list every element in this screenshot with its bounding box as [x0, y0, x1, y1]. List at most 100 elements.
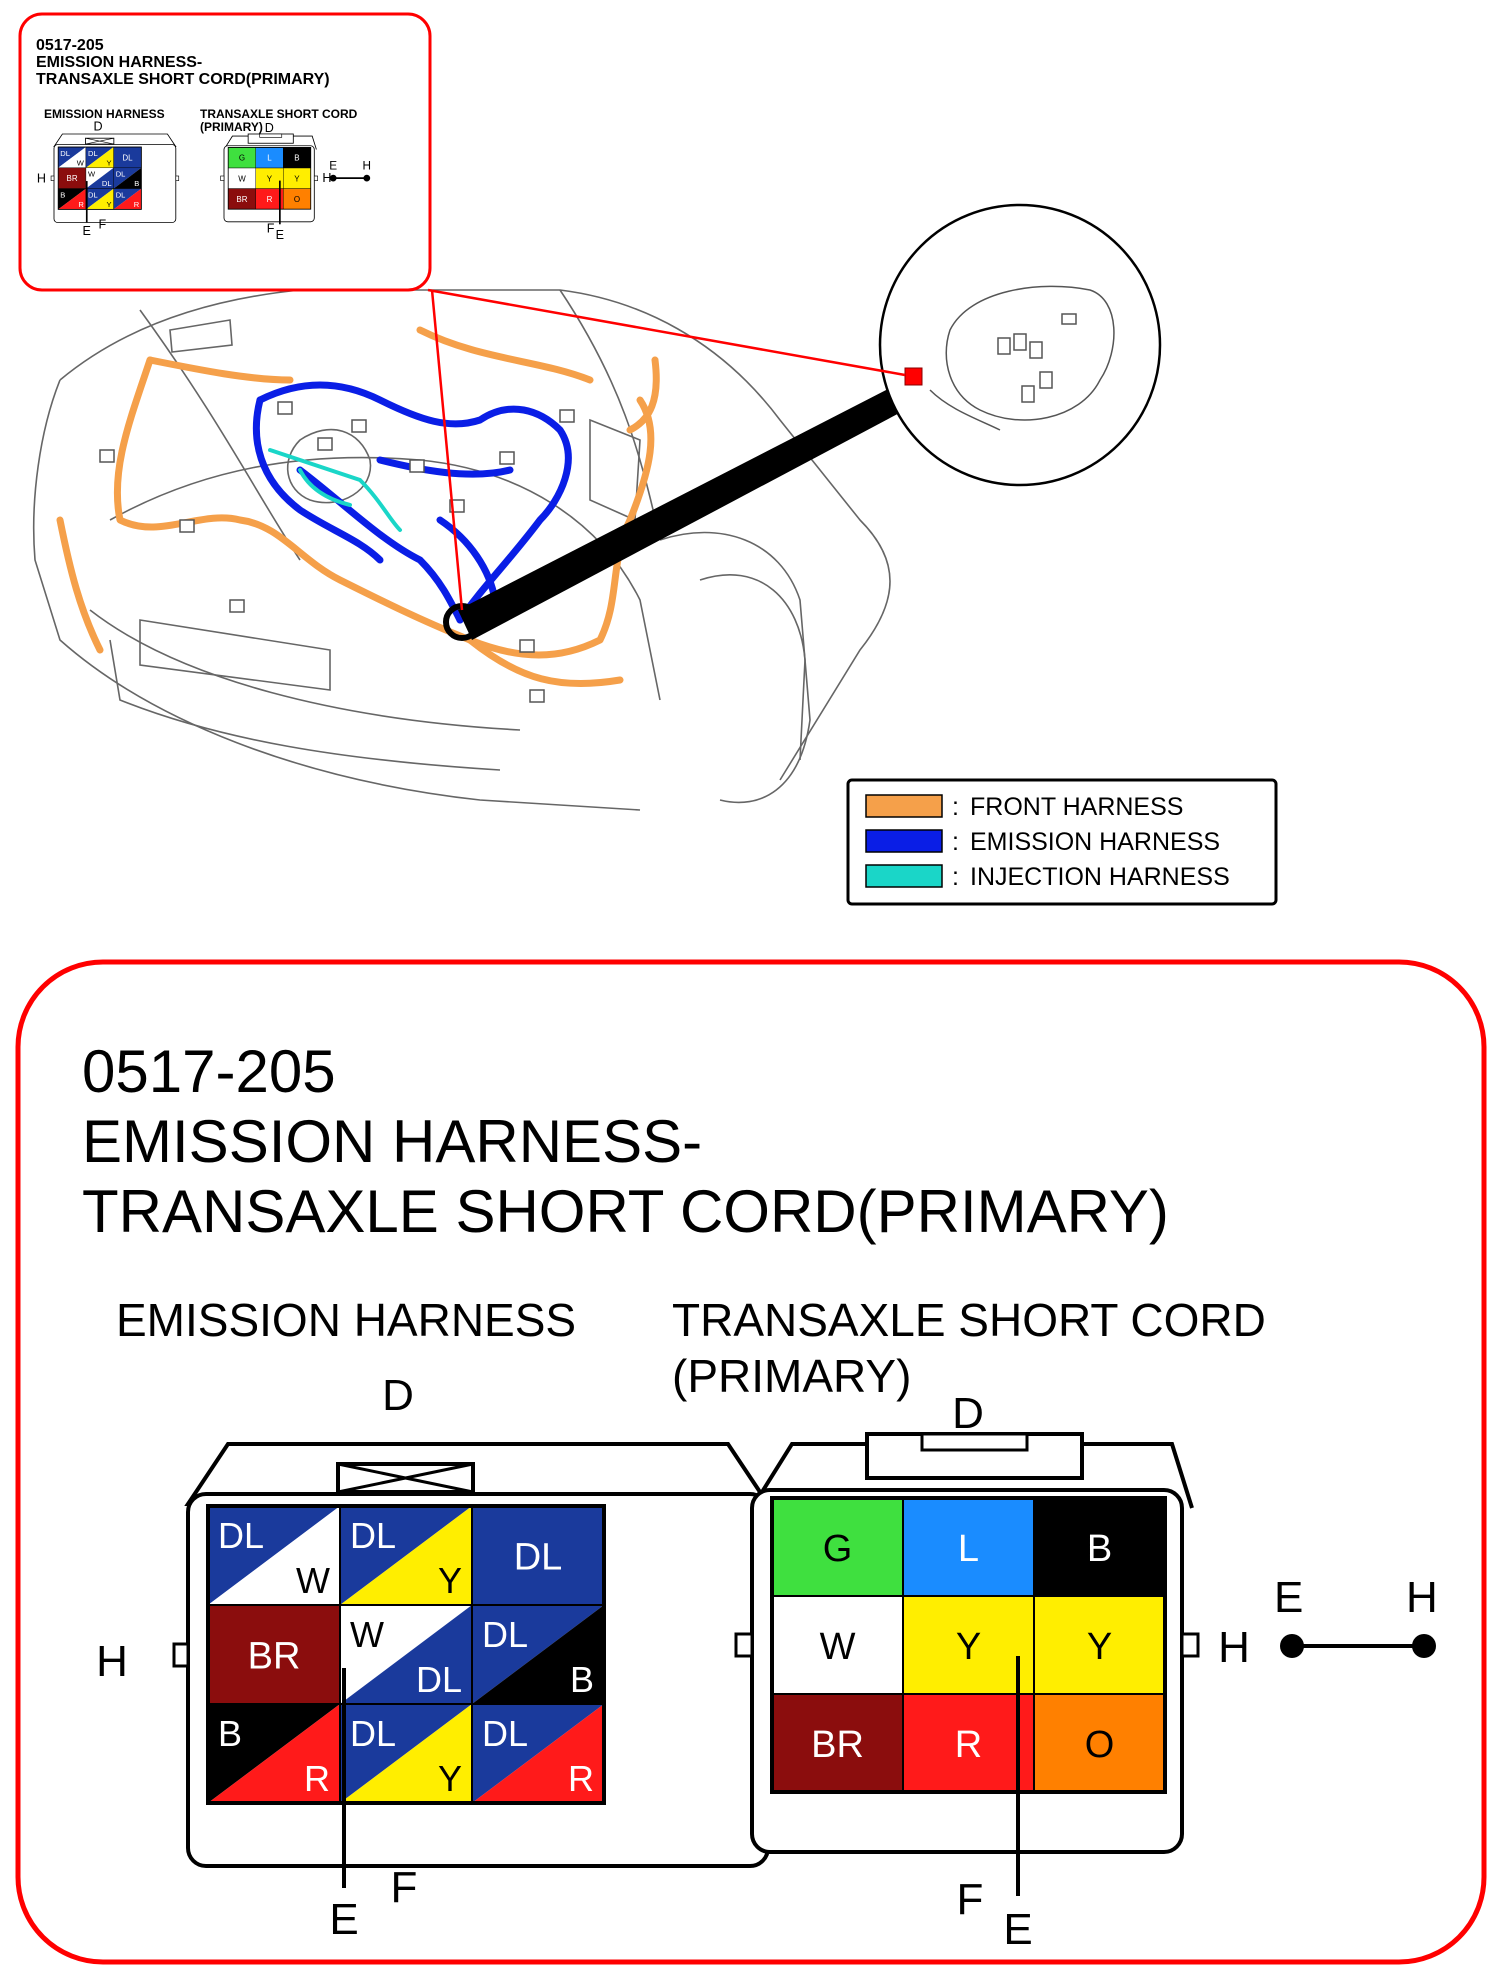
pin-label-a: W	[350, 1614, 384, 1655]
pin-fill-b	[472, 1605, 604, 1704]
pin-label: O	[1085, 1724, 1115, 1766]
inset-transaxle-label-d: D	[265, 121, 274, 135]
pin-label-b: Y	[438, 1758, 462, 1799]
legend-sep-emission: :	[952, 828, 959, 856]
emission-label-h: H	[96, 1637, 128, 1686]
pin-fill-b	[340, 1704, 472, 1803]
pin-label: Y	[267, 174, 273, 183]
pin-label: Y	[294, 174, 300, 183]
pin-label: L	[267, 154, 272, 163]
main-callout-box: 0517-205 EMISSION HARNESS- TRANSAXLE SHO…	[15, 959, 1487, 1965]
inset-code: 0517-205	[36, 37, 104, 54]
inset-right-label-line2: (PRIMARY)	[200, 120, 263, 134]
pin-fill-a	[85, 188, 114, 210]
pin-label: G	[239, 154, 245, 163]
transaxle-pin: O	[1033, 1693, 1166, 1793]
pin-fill-a	[58, 188, 86, 210]
emission-latch-right	[175, 175, 180, 181]
callout-lines	[427, 288, 906, 611]
pin-label-b: R	[78, 200, 84, 209]
transaxle-latch-left	[734, 1632, 754, 1658]
transaxle-lock-slot	[920, 1432, 1029, 1452]
inset-emission-label-h: H	[37, 172, 46, 186]
pin-fill	[208, 1605, 340, 1704]
jumper-pin-e	[1280, 1634, 1304, 1658]
transaxle-pin: G	[771, 1497, 904, 1597]
transaxle-pin: O	[283, 188, 311, 210]
pin-label-b: B	[134, 179, 139, 188]
emission-label-f: F	[391, 1863, 418, 1912]
jumper-pin-h	[1412, 1634, 1436, 1658]
pin-label-b: W	[77, 158, 85, 167]
pin-label-a: DL	[350, 1515, 396, 1556]
pin-fill	[58, 167, 86, 189]
transaxle-lock-tab	[865, 1432, 1084, 1480]
emission-grid-frame	[57, 146, 142, 210]
pin-label: W	[238, 174, 246, 183]
legend-label-injection: INJECTION HARNESS	[970, 863, 1230, 891]
emission-pin: DLY	[339, 1703, 473, 1804]
inset-emission-label-d: D	[94, 120, 103, 134]
transaxle-lock-slot	[259, 133, 283, 138]
pin-label: BR	[811, 1724, 864, 1766]
inset-transaxle-label-h: H	[322, 171, 331, 185]
pin-label-b: DL	[102, 179, 112, 188]
pin-label-a: DL	[116, 190, 126, 199]
pin-label-a: B	[60, 190, 65, 199]
pin-label: Y	[1087, 1626, 1112, 1668]
pin-label-a: DL	[218, 1515, 264, 1556]
main-right-label-line2: (PRIMARY)	[672, 1350, 911, 1402]
pin-label-a: DL	[88, 190, 98, 199]
jumper-label-h: H	[1406, 1573, 1438, 1622]
emission-pin: DLR	[113, 188, 142, 210]
pin-fill-b	[340, 1506, 472, 1605]
transaxle-latch-right	[1180, 1632, 1200, 1658]
emission-pin: DL B	[471, 1604, 605, 1705]
pin-label-a: DL	[116, 170, 126, 179]
legend-swatch-emission	[865, 829, 943, 853]
harness-legend: : FRONT HARNESS : EMISSION HARNESS : INJ…	[846, 778, 1278, 906]
pin-label-a: DL	[482, 1713, 528, 1754]
emission-pin: DL R	[471, 1703, 605, 1804]
pin-label: BR	[67, 174, 78, 183]
pin-label-b: Y	[106, 158, 111, 167]
transaxle-pin: W	[771, 1595, 904, 1695]
main-title-line2: TRANSAXLE SHORT CORD(PRIMARY)	[82, 1178, 1169, 1245]
pin-label-a: DL	[88, 149, 98, 158]
inset-title-line1: EMISSION HARNESS-	[36, 54, 202, 71]
pin-fill-b	[472, 1704, 604, 1803]
pin-label: DL	[514, 1537, 563, 1579]
pin-fill-b	[85, 147, 114, 168]
main-code: 0517-205	[82, 1038, 336, 1105]
pin-label-a: DL	[60, 149, 70, 158]
pin-fill-b	[208, 1506, 340, 1605]
emission-pin: BR	[207, 1604, 341, 1705]
main-left-label: EMISSION HARNESS	[116, 1294, 576, 1346]
connector-marker-red	[904, 367, 923, 386]
transaxle-latch-left	[220, 175, 225, 181]
emission-pin: DL	[471, 1505, 605, 1606]
pin-label: DL	[122, 153, 133, 162]
front-harness-wires	[56, 326, 660, 688]
pin-label: Y	[956, 1626, 981, 1668]
pin-label-b: R	[568, 1758, 594, 1799]
emission-pin: DL W	[57, 146, 87, 169]
inset-callout-box: 0517-205 EMISSION HARNESS- TRANSAXLE SHO…	[18, 12, 432, 292]
emission-grid-frame	[206, 1504, 606, 1805]
pin-label-b: B	[570, 1659, 594, 1700]
inset-title-line2: TRANSAXLE SHORT CORD(PRIMARY)	[36, 71, 330, 88]
pin-fill	[113, 147, 142, 168]
eh-jumper: E H	[1274, 1573, 1438, 1658]
pin-fill-b	[85, 188, 114, 210]
transaxle-pin: R	[902, 1693, 1035, 1793]
pin-label-b: Y	[106, 200, 111, 209]
emission-pin: DL	[113, 146, 142, 169]
inset-emission-label-f: F	[98, 218, 106, 232]
inset-transaxle-label-e: E	[276, 228, 284, 242]
pin-label: R	[955, 1724, 982, 1766]
main-right-label-line1: TRANSAXLE SHORT CORD	[672, 1294, 1266, 1346]
pin-label-a: DL	[482, 1614, 528, 1655]
